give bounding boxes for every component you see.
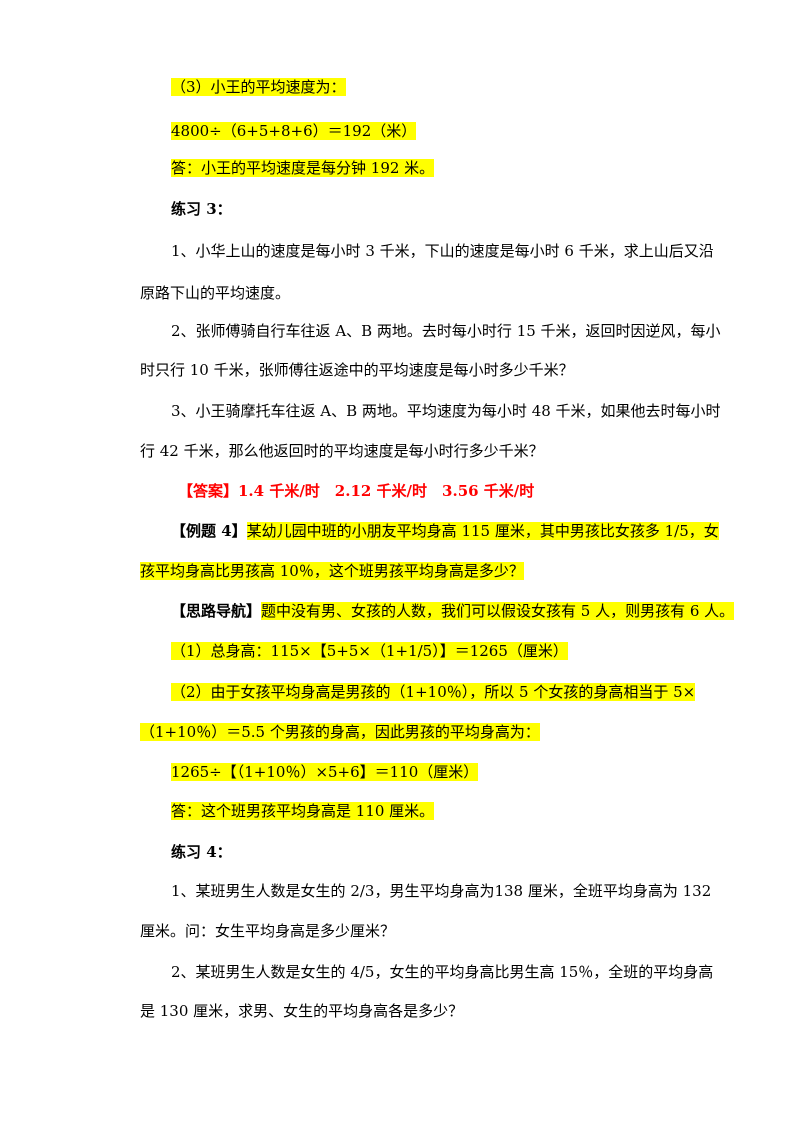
practice4-q2-line1: 2、某班男生人数是女生的 4/5，女生的平均身高比男生高 15％，全班的平均身高 [171,963,714,981]
practice4-q1-line1: 1、某班男生人数是女生的 2/3，男生平均身高为138 厘米，全班平均身高为 1… [171,882,712,900]
practice4-q2-line2: 是 130 厘米，求男、女生的平均身高各是多少？ [140,1002,464,1020]
example4-step2-line2: （1+10％）＝5.5 个男孩的身高，因此男孩的平均身高为： [140,723,540,741]
practice3-q1-line1: 1、小华上山的速度是每小时 3 千米，下山的速度是每小时 6 千米，求上山后又沿 [171,242,714,260]
example4-label: 【例题 4】 [171,522,247,540]
example4-step1: （1）总身高：115×【5+5×（1+1/5）】＝1265（厘米） [171,642,568,660]
example4-guide-label: 【思路导航】 [171,602,262,620]
example4-question-line2: 孩平均身高比男孩高 10％，这个班男孩平均身高是多少？ [140,562,524,580]
example3-answer: 答：小王的平均速度是每分钟 192 米。 [171,159,435,177]
example4-answer: 答：这个班男孩平均身高是 110 厘米。 [171,802,435,820]
practice3-title: 练习 3： [171,200,232,218]
example3-step3-formula: 4800÷（6+5+8+6）＝192（米） [171,122,417,140]
practice4-title: 练习 4： [171,843,232,861]
example4-question-line1: 【例题 4】某幼儿园中班的小朋友平均身高 115 厘米，其中男孩比女孩多 1/5… [171,520,719,542]
practice3-q3-line1: 3、小王骑摩托车往返 A、B 两地。平均速度为每小时 48 千米，如果他去时每小… [171,402,721,420]
example4-guide: 【思路导航】题中没有男、女孩的人数，我们可以假设女孩有 5 人，则男孩有 6 人… [171,600,735,622]
example4-step2-formula: 1265÷【（1+10％）×5+6】＝110（厘米） [171,763,479,781]
example3-step3-title: （3）小王的平均速度为： [171,78,346,96]
practice3-q1-line2: 原路下山的平均速度。 [140,284,291,302]
practice3-q2-line1: 2、张师傅骑自行车往返 A、B 两地。去时每小时行 15 千米，返回时因逆风，每… [171,322,721,340]
practice3-q2-line2: 时只行 10 千米，张师傅往返途中的平均速度是每小时多少千米？ [140,361,574,379]
example4-guide-text: 题中没有男、女孩的人数，我们可以假设女孩有 5 人，则男孩有 6 人。 [261,602,735,620]
practice3-q3-line2: 行 42 千米，那么他返回时的平均速度是每小时行多少千米？ [140,442,544,460]
practice3-answer: 【答案】1.4 千米/时 2.12 千米/时 3.56 千米/时 [178,482,535,500]
practice4-q1-line2: 厘米。问：女生平均身高是多少厘米？ [140,922,396,940]
example4-text: 某幼儿园中班的小朋友平均身高 115 厘米，其中男孩比女孩多 1/5，女 [246,522,719,540]
example4-step2-line1: （2）由于女孩平均身高是男孩的（1+10％），所以 5 个女孩的身高相当于 5× [171,683,696,701]
